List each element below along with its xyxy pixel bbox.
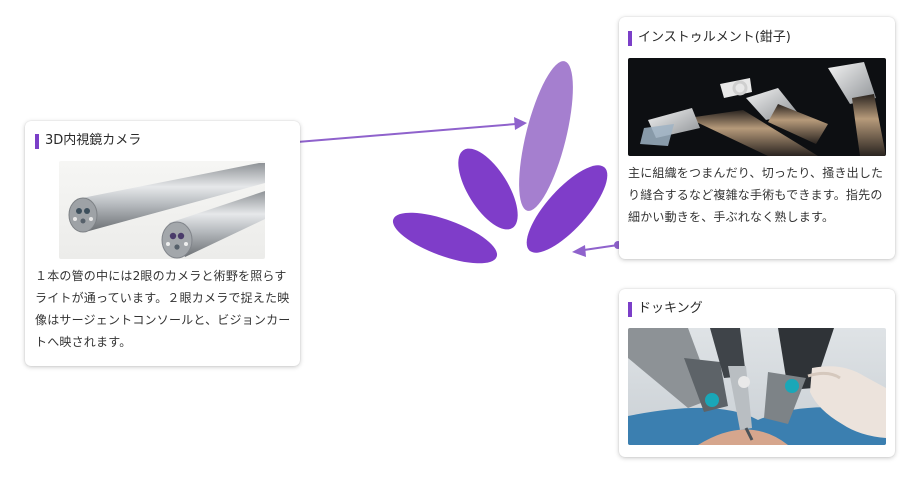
docking-card-title: ドッキング (628, 301, 703, 317)
camera-card-title: 3D内視鏡カメラ (35, 133, 141, 149)
instrument-photo (628, 58, 886, 156)
forceps-illustration (640, 62, 886, 156)
instrument-card-title: インストゥルメント(鉗子) (628, 30, 791, 46)
camera-title-text: 3D内視鏡カメラ (45, 133, 142, 148)
docking-card: ドッキング (619, 289, 895, 457)
camera-description: １本の管の中には2眼のカメラと術野を照らすライトが通っています。２眼カメラで捉え… (35, 269, 291, 349)
petal-top (519, 61, 573, 211)
connector-arrowhead-camera (514, 117, 527, 130)
docking-photo (628, 328, 886, 445)
camera-card: 3D内視鏡カメラ (25, 121, 300, 366)
instrument-description: 主に組織をつまんだり、切ったり、掻き出したり縫合するなど複雑な手術もできます。指… (628, 166, 884, 224)
docking-title-text: ドッキング (638, 301, 703, 316)
connector-line-instrument (583, 244, 619, 251)
title-accent-bar (35, 133, 39, 149)
petal-left-upper (458, 148, 518, 230)
instrument-title-text: インストゥルメント(鉗子) (638, 30, 791, 45)
petal-right (526, 165, 608, 253)
connector-arrowhead-instrument (572, 245, 586, 257)
camera-photo (59, 161, 265, 259)
connector-line-camera (284, 123, 517, 144)
title-accent-bar (628, 30, 632, 46)
title-accent-bar (628, 301, 632, 317)
docking-illustration (628, 328, 886, 445)
petal-left-lower (392, 212, 498, 264)
endoscope-illustration (68, 163, 265, 259)
instrument-card: インストゥルメント(鉗子) (619, 17, 895, 259)
